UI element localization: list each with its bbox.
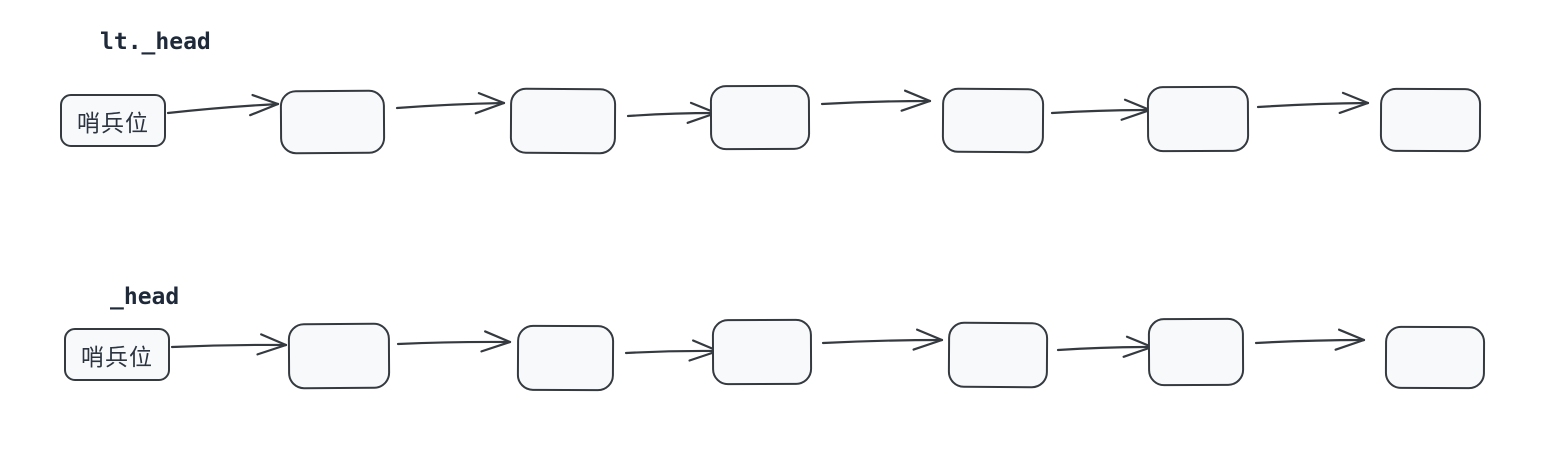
lower-list-next-arrow-5 bbox=[1056, 335, 1154, 358]
lower-list-next-arrow-2 bbox=[396, 330, 512, 353]
upper-list-pointer-label: lt._head bbox=[100, 29, 211, 55]
upper-list-next-arrow-3 bbox=[626, 101, 718, 124]
lower-list-node-4 bbox=[947, 321, 1049, 389]
upper-list-sentinel-node: 哨兵位 bbox=[60, 94, 166, 147]
upper-list-next-arrow-1 bbox=[166, 93, 280, 117]
upper-list-node-2 bbox=[509, 87, 617, 155]
sentinel-label: 哨兵位 bbox=[81, 344, 153, 371]
lower-list-next-arrow-1 bbox=[170, 333, 288, 356]
lower-list-next-arrow-3 bbox=[624, 339, 720, 362]
lower-list-node-6 bbox=[1384, 325, 1486, 390]
lower-list-node-2 bbox=[516, 324, 615, 392]
upper-list-node-6 bbox=[1379, 87, 1482, 153]
upper-list-node-3 bbox=[709, 84, 811, 151]
upper-list-next-arrow-4 bbox=[820, 89, 932, 112]
lower-list-next-arrow-6 bbox=[1254, 328, 1366, 351]
lower-list-node-5 bbox=[1147, 317, 1245, 387]
upper-list-next-arrow-6 bbox=[1256, 91, 1370, 115]
lower-list-node-3 bbox=[711, 318, 813, 386]
lower-list-sentinel-node: 哨兵位 bbox=[64, 328, 170, 381]
upper-list-next-arrow-5 bbox=[1050, 98, 1152, 121]
upper-list-node-4 bbox=[941, 87, 1045, 154]
upper-list-next-arrow-2 bbox=[395, 92, 506, 115]
lower-list-node-1 bbox=[287, 322, 391, 390]
upper-list-node-5 bbox=[1146, 85, 1250, 153]
lower-list-next-arrow-4 bbox=[821, 328, 944, 351]
upper-list-node-1 bbox=[279, 89, 386, 155]
lower-list-pointer-label: _head bbox=[110, 284, 180, 310]
sentinel-label: 哨兵位 bbox=[77, 110, 149, 137]
